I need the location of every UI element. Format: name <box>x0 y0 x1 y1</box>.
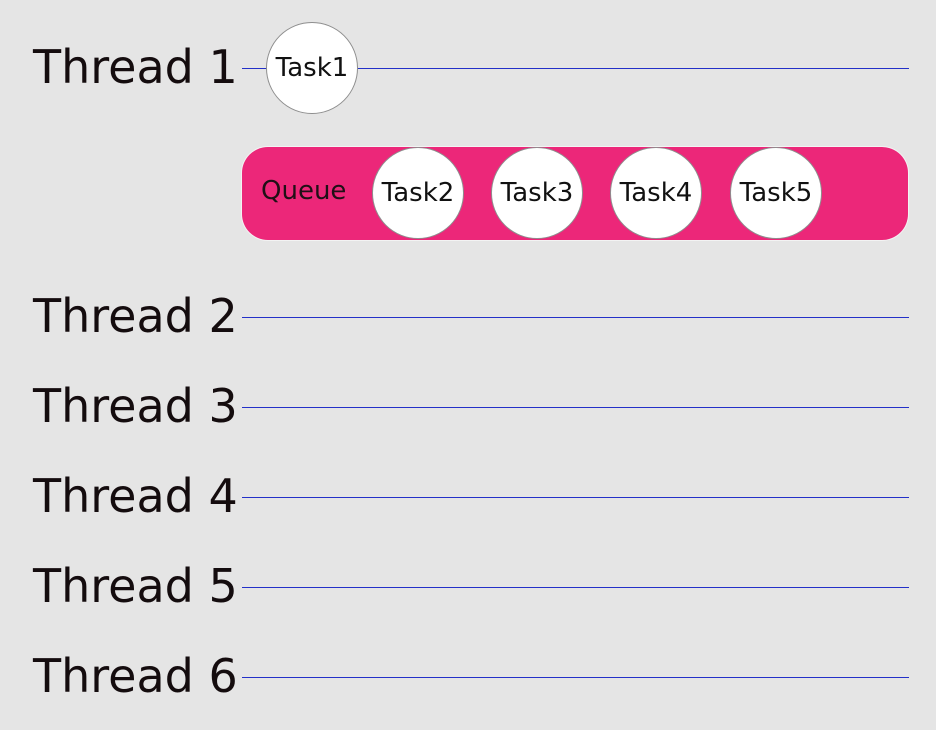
queue-task-2: Task3 <box>491 147 583 239</box>
thread-line-2 <box>242 317 909 318</box>
thread-label-1: Thread 1 <box>33 40 238 94</box>
thread-line-5 <box>242 587 909 588</box>
thread-label-3: Thread 3 <box>33 379 238 433</box>
thread-line-6 <box>242 677 909 678</box>
queue-task-1: Task2 <box>372 147 464 239</box>
task-circle-running: Task1 <box>266 22 358 114</box>
queue-task-3: Task4 <box>610 147 702 239</box>
thread-label-6: Thread 6 <box>33 649 238 703</box>
thread-label-2: Thread 2 <box>33 289 238 343</box>
thread-label-4: Thread 4 <box>33 469 238 523</box>
thread-line-1 <box>242 68 909 69</box>
thread-label-5: Thread 5 <box>33 559 238 613</box>
thread-line-4 <box>242 497 909 498</box>
task-queue: Queue Task2 Task3 Task4 Task5 <box>242 147 908 240</box>
queue-task-4: Task5 <box>730 147 822 239</box>
thread-line-3 <box>242 407 909 408</box>
queue-label: Queue <box>261 176 347 206</box>
